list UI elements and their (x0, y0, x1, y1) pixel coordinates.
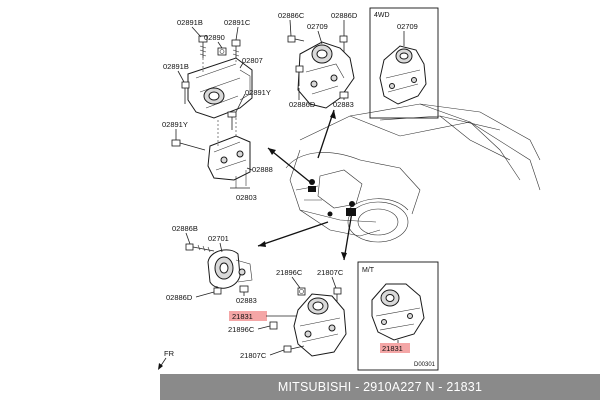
label-02807: 02807 (242, 56, 263, 65)
label-02886d-top: 02886D (331, 11, 358, 20)
fr-direction-indicator: FR (158, 349, 175, 370)
mount-21831-assembly (269, 287, 347, 357)
label-21831-mt: 21831 (382, 344, 403, 353)
label-02883-bot: 02883 (236, 296, 257, 305)
engine-bay-illustration (285, 103, 541, 243)
label-02886d-mid: 02886D (289, 100, 316, 109)
label-02890: 02890 (204, 33, 225, 42)
highlight-21831 (229, 311, 267, 321)
pointer-arrows (257, 109, 353, 261)
label-4wd: 4WD (374, 12, 390, 19)
bolt-02886d-top (339, 35, 348, 52)
bolt-02886c-top (287, 35, 305, 43)
label-21896c-top: 21896C (276, 268, 303, 277)
bolt-21896c-bot (269, 321, 278, 330)
bracket-02807 (187, 57, 253, 119)
highlight-21831-mt (380, 343, 410, 353)
label-mt: M/T (362, 267, 375, 274)
label-02888: 02888 (252, 165, 273, 174)
label-02891y-left: 02891Y (162, 120, 188, 129)
mount-02709-4wd (379, 45, 427, 105)
label-21807c-top: 21807C (317, 268, 344, 277)
nut-02883-bot (239, 285, 249, 293)
label-02709-4wd: 02709 (397, 22, 418, 31)
label-02891y-right: 02891Y (245, 88, 271, 97)
mount-21831-mt (371, 283, 425, 344)
bolt-21896c-top (297, 287, 306, 296)
label-02709-top: 02709 (307, 22, 328, 31)
label-02891c: 02891C (224, 18, 251, 27)
label-02883-top: 02883 (333, 100, 354, 109)
bolt-02886b (185, 243, 215, 253)
part-number-footer: MITSUBISHI - 2910A227 N - 21831 (160, 374, 600, 400)
bolt-02891y-left (171, 139, 206, 151)
label-02803: 02803 (236, 193, 257, 202)
nut-02890 (217, 47, 227, 56)
mount-21831 (293, 293, 347, 357)
bolt-02886d-mid (295, 65, 304, 86)
label-02701: 02701 (208, 234, 229, 243)
label-02886c-top: 02886C (278, 11, 305, 20)
mount-02701-assembly (185, 243, 253, 295)
label-02891b-mid: 02891B (163, 62, 189, 71)
nut-02883-top (339, 91, 349, 99)
bolt-02891b-top (198, 35, 208, 58)
bolt-21807c-bot (283, 345, 305, 353)
front-mount-bracket-assembly (171, 35, 253, 188)
box-4wd (369, 7, 439, 119)
rear-mount-02709-assembly (287, 35, 355, 109)
footer-text: MITSUBISHI - 2910A227 N - 21831 (277, 380, 483, 394)
bracket-02803 (207, 135, 251, 181)
drawing-code: D00301 (414, 362, 436, 368)
label-02891b-top: 02891B (177, 18, 203, 27)
label-21807c-bot: 21807C (240, 351, 267, 360)
label-21896c-bot: 21896C (228, 325, 255, 334)
label-21831: 21831 (232, 312, 253, 321)
bolt-02891y-right (227, 111, 237, 130)
bolt-02891b-mid (181, 81, 190, 104)
label-02886d-bot: 02886D (166, 293, 193, 302)
fr-arrow-icon (158, 363, 163, 370)
mount-02709 (297, 41, 355, 109)
bolt-02886d-bot (213, 286, 222, 295)
label-fr: FR (164, 349, 175, 358)
label-02886b: 02886B (172, 224, 198, 233)
box-mt (357, 261, 439, 371)
parts-diagram: 02891B 02891C 02890 02891B 02807 02891Y … (158, 7, 541, 371)
